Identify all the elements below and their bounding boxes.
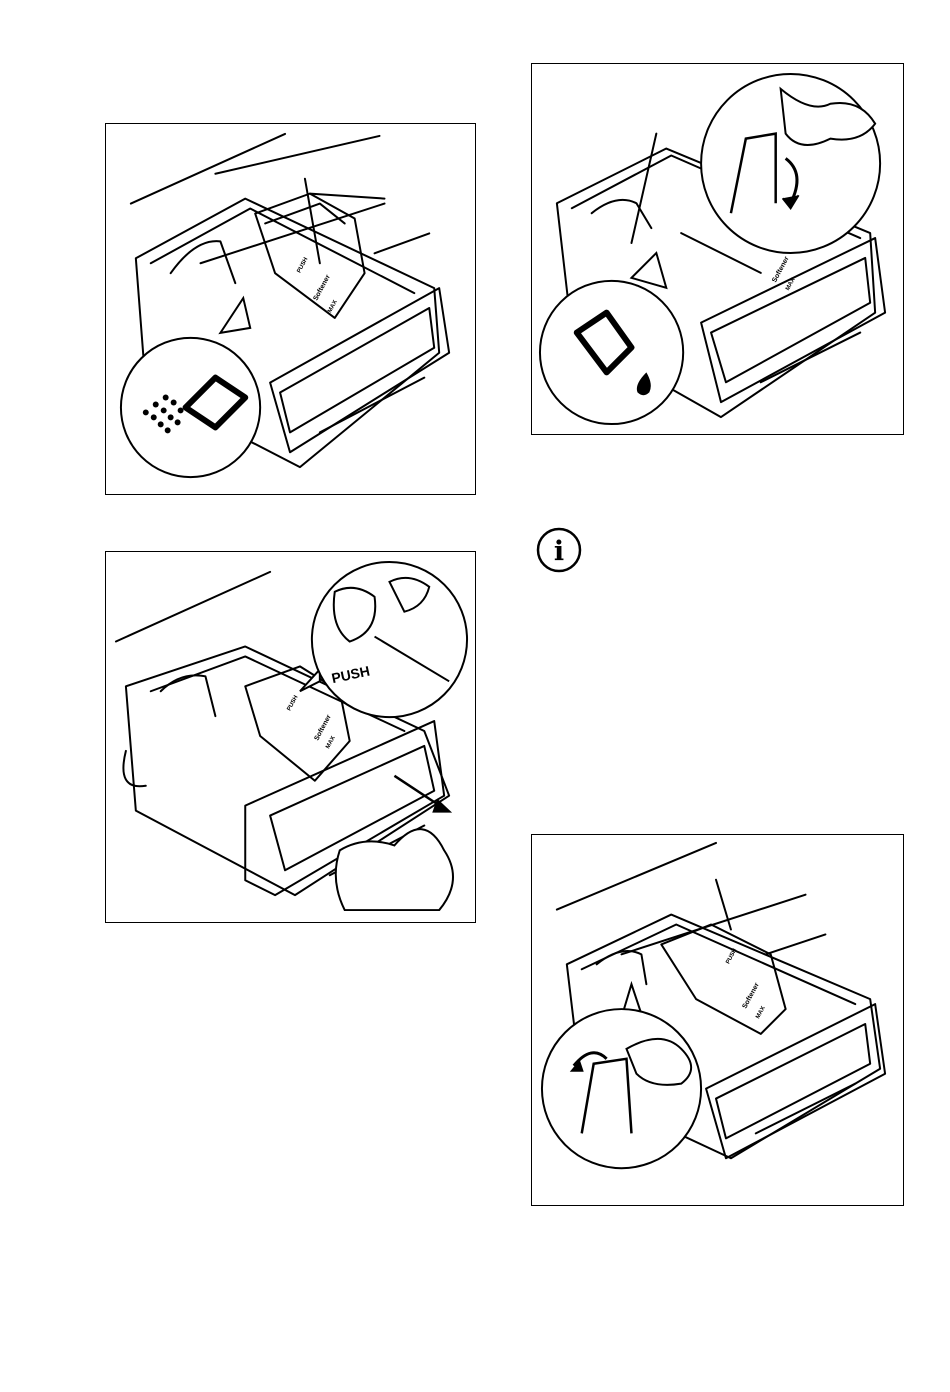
push-label: PUSH [725,948,738,965]
figure-flap-position: Softener MAX PUSH [531,834,904,1206]
info-glyph: i [554,536,564,567]
figure-powder-detergent: Softener MAX PUSH [105,123,476,495]
softener-label: Softener [312,274,332,302]
max-label: MAX [785,277,797,292]
liquid-detergent-icon [540,253,683,424]
flap-detail-circle [701,74,880,253]
figure-remove-drawer: Softener MAX PUSH PUSH [105,551,476,923]
flap-detail-circle [542,984,701,1168]
max-label: MAX [325,735,337,750]
push-label: PUSH [296,257,309,274]
info-icon: i [536,527,582,573]
drawer-illustration-powder: Softener MAX PUSH [106,124,475,494]
push-label-small: PUSH [286,695,299,712]
drawer-illustration-flap: Softener MAX PUSH [532,835,903,1205]
softener-label: Softener [741,982,761,1010]
drawer-illustration-liquid: Softener MAX [532,64,903,434]
max-label: MAX [755,1005,767,1020]
figure-liquid-detergent: Softener MAX [531,63,904,435]
drawer-illustration-remove: Softener MAX PUSH PUSH [106,552,475,922]
max-label: MAX [327,299,339,314]
